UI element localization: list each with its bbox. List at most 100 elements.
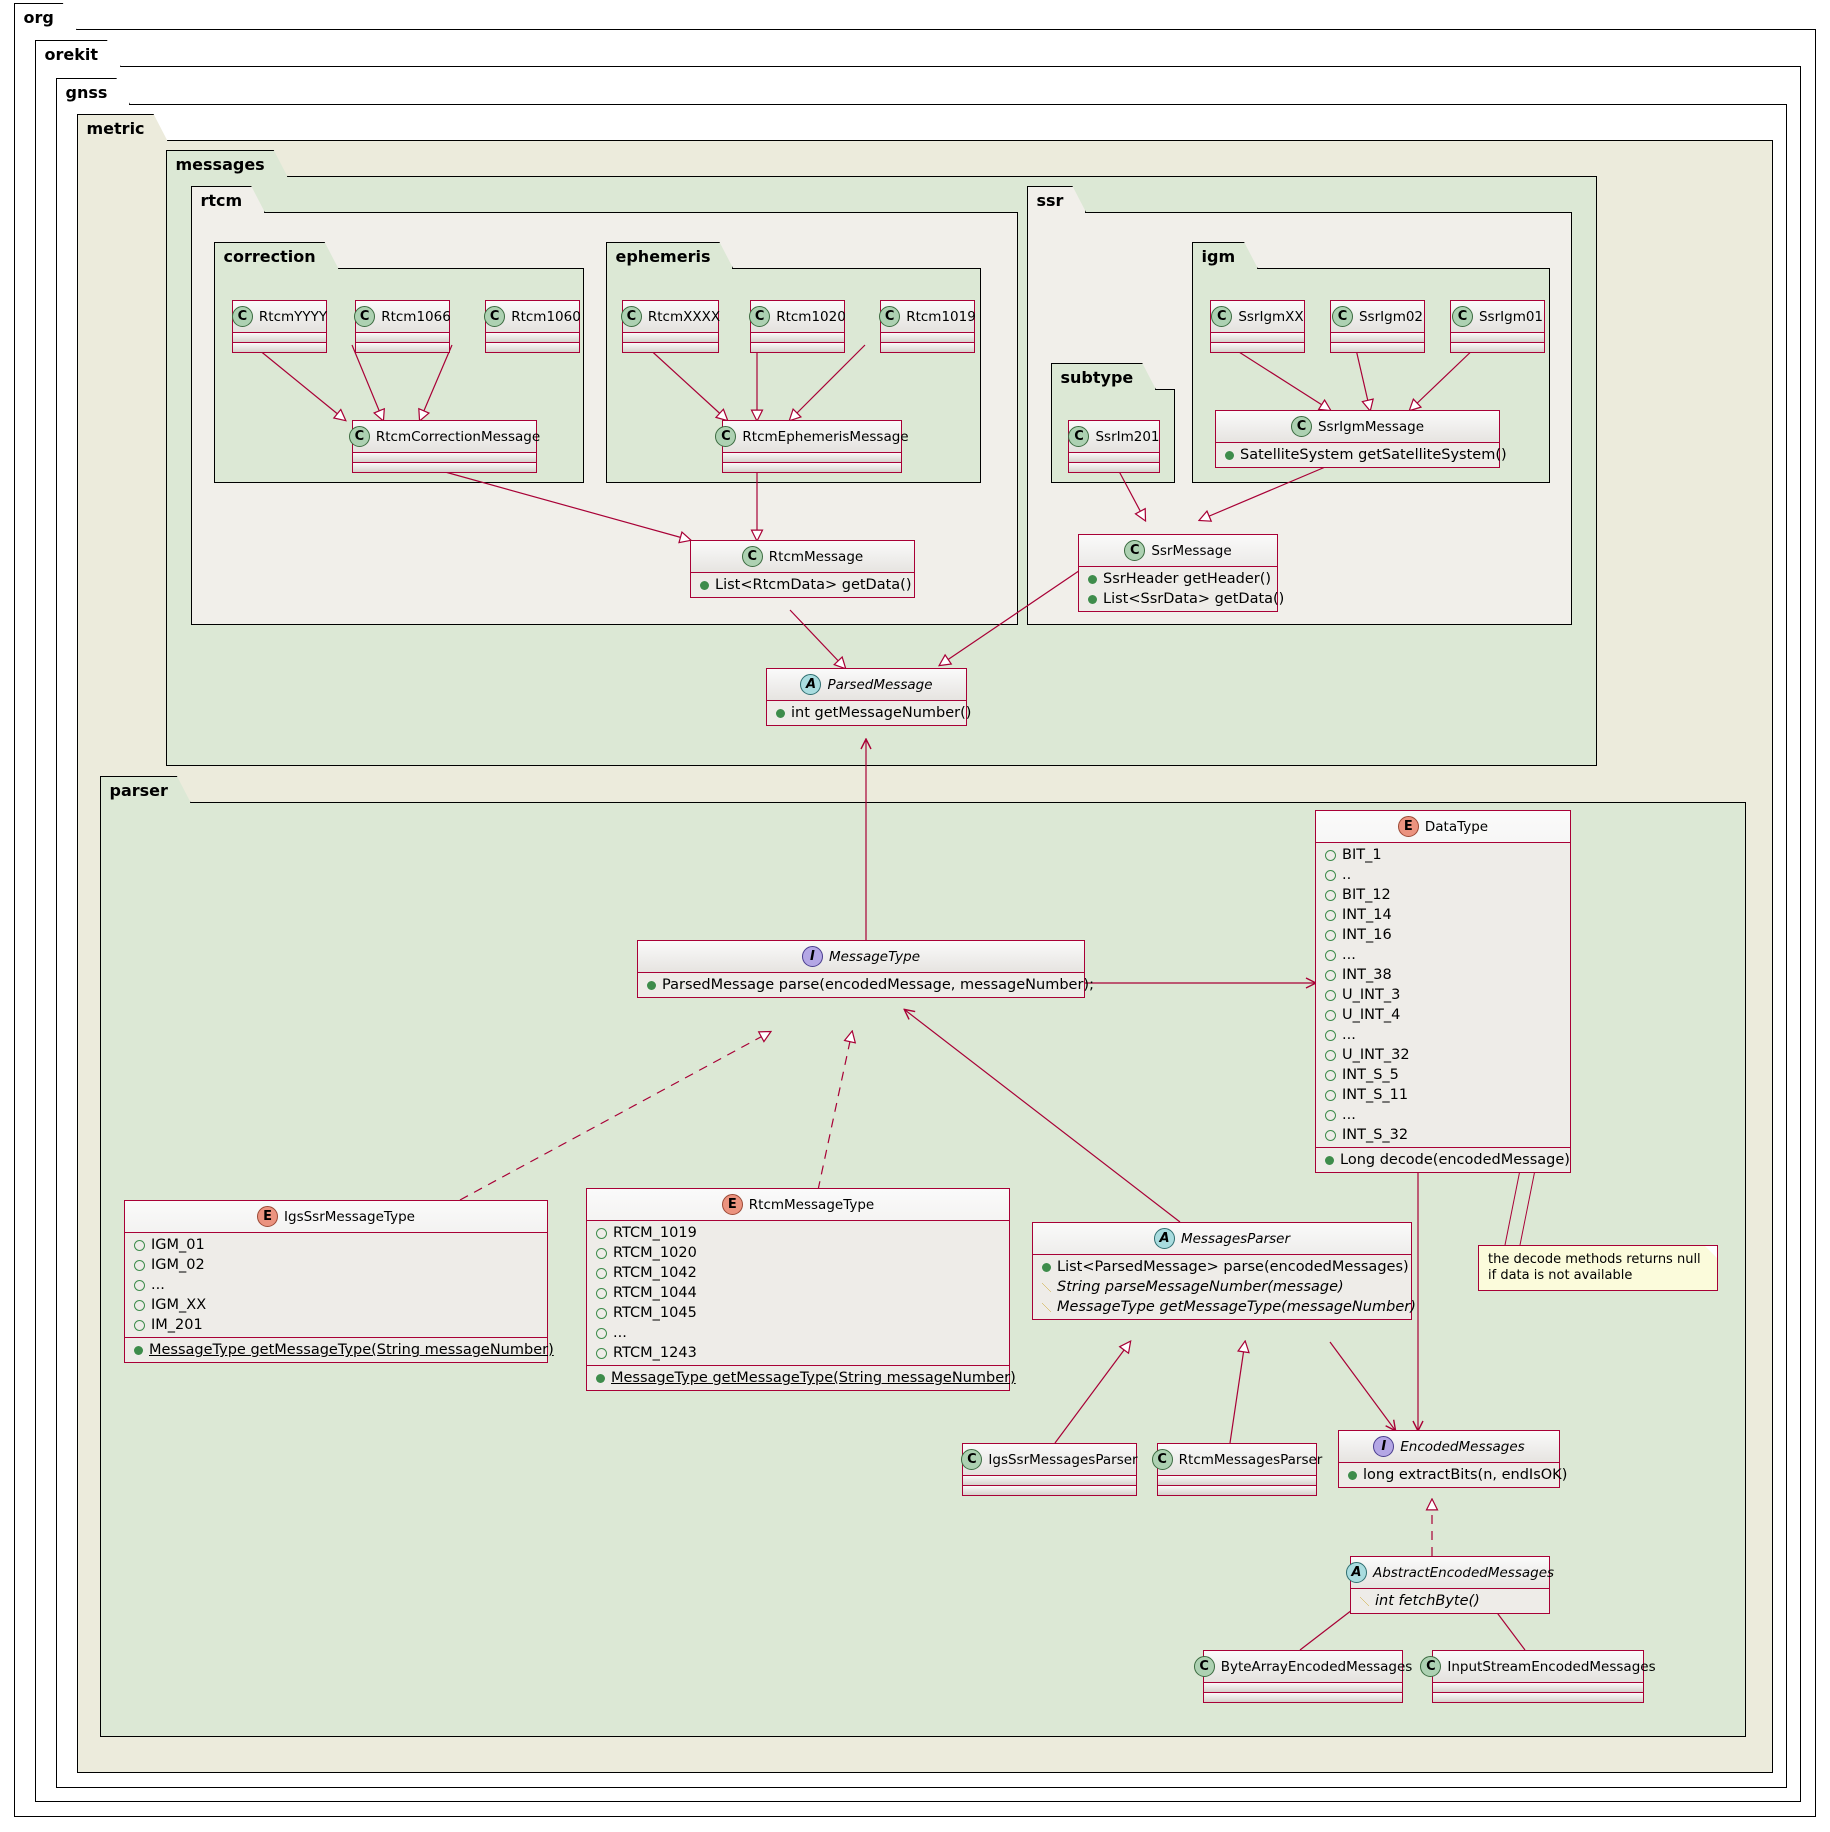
divider — [1331, 332, 1424, 333]
divider — [587, 1365, 1009, 1366]
class-title: A AbstractEncodedMessages — [1345, 1557, 1554, 1588]
class-stereotype-icon: E — [721, 1194, 743, 1215]
method-label: MessageType getMessageType(String messag… — [149, 1342, 554, 1358]
class-abstract-encoded-messages[interactable]: A AbstractEncodedMessages int fetchByte(… — [1345, 1556, 1554, 1614]
package-orekit-tab: orekit — [35, 40, 122, 67]
enum-bullet-icon — [1325, 849, 1336, 861]
method-label: SatelliteSystem getSatelliteSystem() — [1240, 447, 1507, 463]
methods-section — [1158, 1486, 1316, 1495]
class-title: C IgsSsrMessagesParser — [961, 1444, 1138, 1475]
public-visibility-icon — [776, 708, 785, 718]
attributes-section — [881, 333, 974, 342]
class-title: I EncodedMessages — [1339, 1431, 1559, 1462]
class-stereotype-icon: I — [1373, 1436, 1395, 1457]
divider — [723, 452, 901, 453]
method-row: MessageType getMessageType(messageNumber… — [1033, 1297, 1416, 1317]
class-name: SsrIgmXX — [1238, 308, 1304, 325]
class-ssr-message[interactable]: C SsrMessage SsrHeader getHeader() List<… — [1078, 534, 1284, 612]
enum-constant: RTCM_1044 — [587, 1283, 1009, 1303]
enum-bullet-icon — [1325, 869, 1336, 881]
enum-bullet-icon — [596, 1327, 607, 1339]
class-rtcm1020[interactable]: C Rtcm1020 — [749, 300, 846, 353]
divider — [751, 332, 844, 333]
divider — [1033, 1254, 1411, 1255]
methods-section — [233, 343, 326, 352]
class-title: E IgsSsrMessageType — [125, 1201, 547, 1232]
class-title: C RtcmXXXX — [620, 301, 721, 332]
interface-encoded-messages[interactable]: I EncodedMessages long extractBits(n, en… — [1338, 1430, 1567, 1488]
divider — [125, 1232, 547, 1233]
enum-rtcm-message-type[interactable]: E RtcmMessageType RTCM_1019 RTCM_1020 RT… — [586, 1188, 1016, 1391]
class-rtcm-correction-message[interactable]: C RtcmCorrectionMessage — [348, 420, 540, 473]
enum-constant: RTCM_1045 — [587, 1303, 1009, 1323]
enum-constant: BIT_1 — [1316, 845, 1570, 865]
divider — [623, 332, 718, 333]
class-message-type[interactable]: I MessageType ParsedMessage parse(encode… — [637, 940, 1094, 998]
class-ssr-im201[interactable]: C SsrIm201 — [1068, 420, 1160, 473]
enum-bullet-icon — [596, 1247, 607, 1259]
enum-bullet-icon — [134, 1319, 145, 1331]
class-rtcm-xxxx[interactable]: C RtcmXXXX — [620, 300, 721, 353]
package-correction-tab: correction — [214, 242, 339, 269]
package-messages-tab: messages — [166, 150, 288, 177]
class-title: C InputStreamEncodedMessages — [1420, 1651, 1656, 1682]
enum-igs-ssr-message-type[interactable]: E IgsSsrMessageType IGM_01 IGM_02 ... IG… — [124, 1200, 554, 1363]
enum-constant: INT_16 — [1316, 925, 1570, 945]
class-name: InputStreamEncodedMessages — [1447, 1658, 1656, 1675]
class-ssr-igm-message[interactable]: C SsrIgmMessage SatelliteSystem getSatel… — [1215, 410, 1507, 468]
class-name: SsrIgmMessage — [1317, 418, 1425, 435]
class-name: RtcmXXXX — [647, 308, 721, 325]
class-ssr-igm02[interactable]: C SsrIgm02 — [1330, 300, 1425, 353]
class-rtcm-messages-parser[interactable]: C RtcmMessagesParser — [1151, 1443, 1322, 1496]
class-stereotype-icon: C — [749, 306, 771, 327]
class-rtcm-message[interactable]: C RtcmMessage List<RtcmData> getData() — [690, 540, 915, 598]
class-title: C RtcmMessage — [691, 541, 914, 572]
class-name: SsrIgm02 — [1358, 308, 1424, 325]
class-stereotype-icon: A — [800, 674, 822, 695]
class-input-stream-encoded-messages[interactable]: C InputStreamEncodedMessages — [1420, 1650, 1656, 1703]
enum-data-type[interactable]: E DataType BIT_1 .. BIT_12 INT_14 INT_16… — [1315, 810, 1571, 1173]
enum-constant: RTCM_1020 — [587, 1243, 1009, 1263]
methods-section — [486, 343, 579, 352]
enum-bullet-icon — [1325, 949, 1336, 961]
class-parsed-message[interactable]: A ParsedMessage int getMessageNumber() — [766, 668, 971, 726]
enum-constant: RTCM_1019 — [587, 1223, 1009, 1243]
method-label: List<ParsedMessage> parse(encodedMessage… — [1057, 1259, 1409, 1275]
class-name: RtcmYYYY — [258, 308, 328, 325]
enum-bullet-icon — [134, 1239, 145, 1251]
methods-section — [353, 463, 536, 472]
package-org-tab: org — [14, 3, 77, 30]
class-rtcm1019[interactable]: C Rtcm1019 — [879, 300, 976, 353]
class-ssr-igm01[interactable]: C SsrIgm01 — [1450, 300, 1545, 353]
enum-bullet-icon — [134, 1299, 145, 1311]
divider — [1211, 332, 1304, 333]
method-row: MessageType getMessageType(String messag… — [125, 1340, 554, 1360]
class-ssr-igm-xx[interactable]: C SsrIgmXX — [1210, 300, 1305, 353]
method-label: List<SsrData> getData() — [1103, 591, 1285, 607]
class-igs-ssr-messages-parser[interactable]: C IgsSsrMessagesParser — [961, 1443, 1138, 1496]
class-rtcm-ephemeris-message[interactable]: C RtcmEphemerisMessage — [715, 420, 909, 473]
enum-constant: U_INT_3 — [1316, 985, 1570, 1005]
class-name: AbstractEncodedMessages — [1372, 1564, 1555, 1581]
constants-section: IGM_01 IGM_02 ... IGM_XX IM_201 — [125, 1233, 547, 1337]
divider — [1339, 1462, 1559, 1463]
class-rtcm1066[interactable]: C Rtcm1066 — [354, 300, 451, 353]
methods-section: SsrHeader getHeader() List<SsrData> getD… — [1079, 567, 1284, 611]
class-name: SsrIgm01 — [1478, 308, 1544, 325]
class-rtcm1060[interactable]: C Rtcm1060 — [484, 300, 581, 353]
method-row: SatelliteSystem getSatelliteSystem() — [1216, 445, 1507, 465]
divider — [1433, 1682, 1643, 1683]
class-messages-parser[interactable]: A MessagesParser List<ParsedMessage> par… — [1032, 1222, 1416, 1320]
class-stereotype-icon: C — [348, 426, 370, 447]
class-stereotype-icon: C — [1068, 426, 1090, 447]
enum-constant: IGM_02 — [125, 1255, 547, 1275]
divider — [881, 332, 974, 333]
class-name: RtcmMessagesParser — [1178, 1451, 1323, 1468]
methods-section — [623, 343, 718, 352]
enum-constant: INT_S_32 — [1316, 1125, 1570, 1145]
divider — [233, 332, 326, 333]
enum-constant: ... — [1316, 1025, 1570, 1045]
class-rtcm-yyyy[interactable]: C RtcmYYYY — [231, 300, 328, 353]
attributes-section — [751, 333, 844, 342]
class-byte-array-encoded-messages[interactable]: C ByteArrayEncodedMessages — [1193, 1650, 1412, 1703]
